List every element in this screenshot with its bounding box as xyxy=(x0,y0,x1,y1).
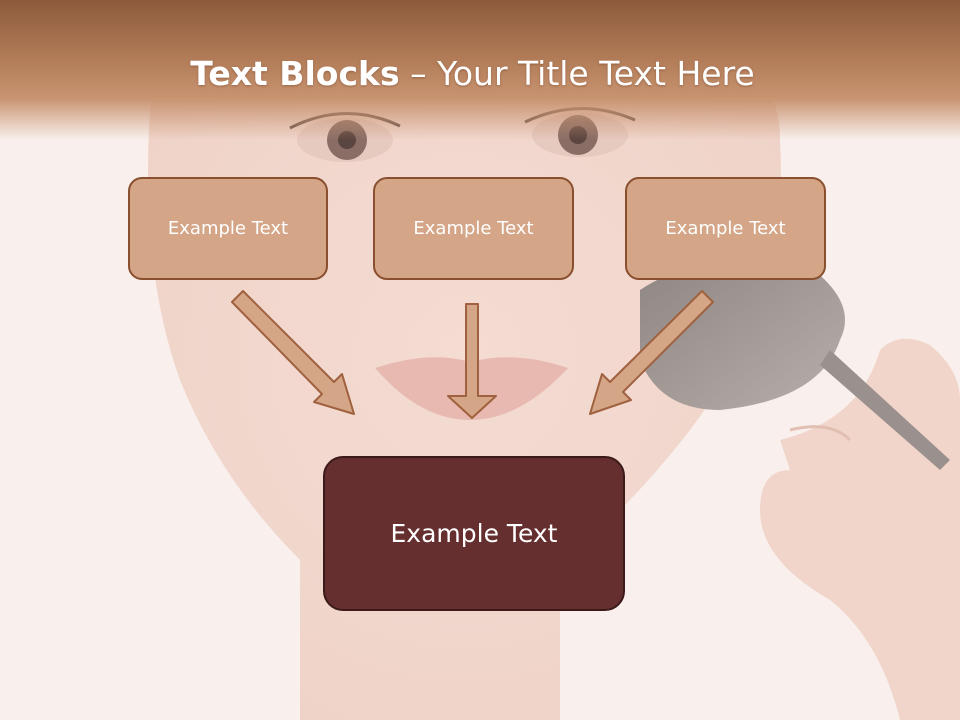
slide-title: Text Blocks – Your Title Text Here xyxy=(0,52,945,96)
main-text-block[interactable]: Example Text xyxy=(323,456,625,611)
text-block-2[interactable]: Example Text xyxy=(373,177,574,280)
text-block-1-label: Example Text xyxy=(167,218,289,239)
title-bold-part: Text Blocks xyxy=(190,54,400,93)
text-block-3[interactable]: Example Text xyxy=(625,177,826,280)
title-dash: – xyxy=(399,54,438,93)
text-block-1[interactable]: Example Text xyxy=(128,177,328,280)
title-rest: Your Title Text Here xyxy=(437,54,755,93)
text-block-3-label: Example Text xyxy=(665,218,786,239)
main-text-block-label: Example Text xyxy=(390,519,558,548)
text-block-2-label: Example Text xyxy=(413,218,534,239)
header-band xyxy=(0,0,960,140)
